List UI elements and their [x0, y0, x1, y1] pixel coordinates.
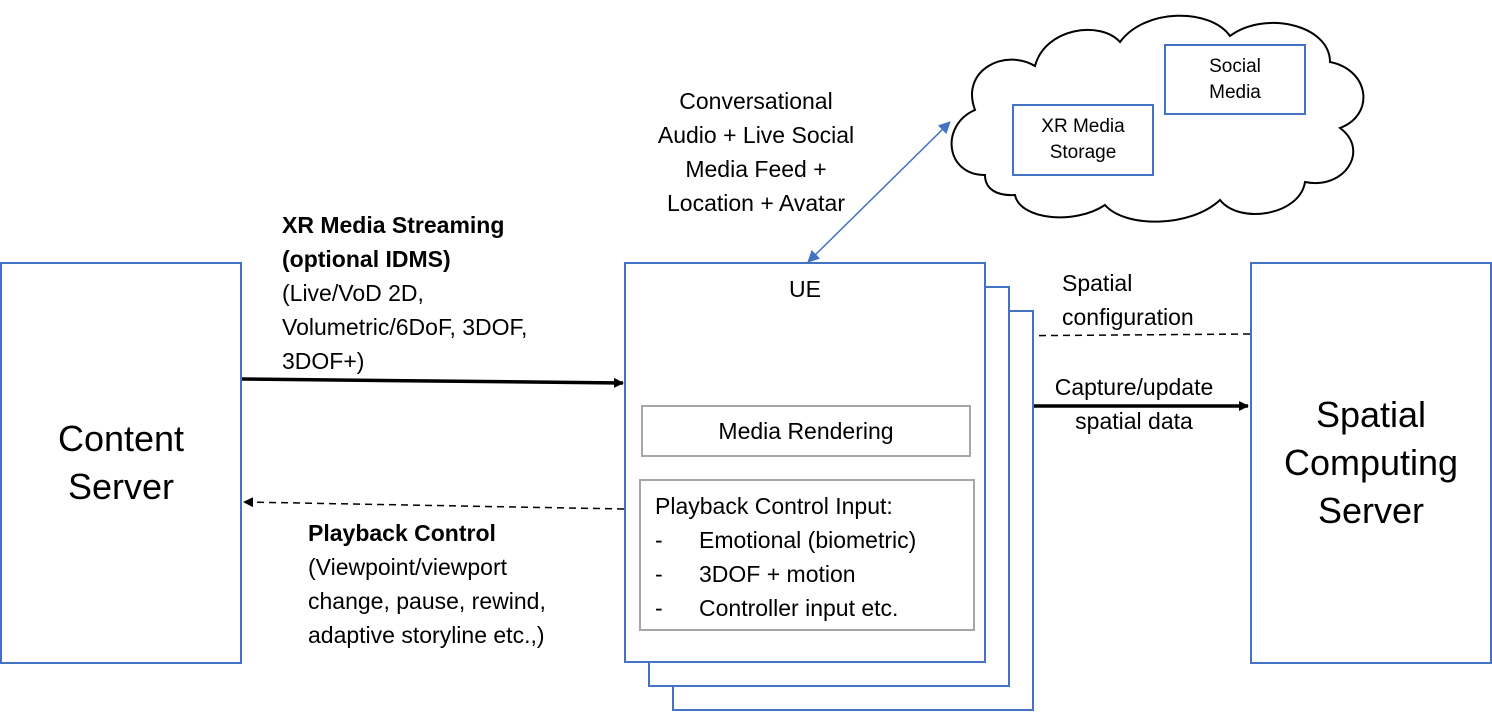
xr-streaming-title: XR Media Streaming: [282, 212, 505, 238]
bullet-dash: -: [655, 527, 663, 553]
xr-storage-line1: XR Media: [1041, 116, 1125, 137]
spatial-server-line2: Computing: [1283, 442, 1459, 483]
capture-update-line: spatial data: [1075, 408, 1193, 434]
spatial-server-line1: Spatial: [1315, 394, 1427, 435]
playback-control-arrow: [243, 497, 625, 510]
media-rendering-box: Media Rendering: [641, 405, 971, 457]
conversational-line: Media Feed +: [685, 156, 827, 182]
xr-streaming-detail: (Live/VoD 2D,: [282, 280, 424, 306]
ue-box: UE Media Rendering Playback Control Inpu…: [624, 262, 986, 663]
spatial-config-line: Spatial: [1062, 270, 1133, 296]
playback-input-item: - Controller input etc.: [655, 591, 898, 625]
conversational-line: Location + Avatar: [667, 190, 845, 216]
playback-input-title: Playback Control Input:: [655, 493, 893, 519]
media-rendering-label: Media Rendering: [718, 418, 894, 444]
xr-storage-line2: Storage: [1049, 142, 1117, 163]
xr-streaming-label: XR Media Streaming (optional IDMS) (Live…: [282, 208, 527, 378]
xr-streaming-detail: Volumetric/6DoF, 3DOF,: [282, 314, 528, 340]
content-server-line2: Server: [67, 466, 175, 507]
capture-update-label: Capture/update spatial data: [1034, 370, 1234, 438]
content-server-box: Content Server: [0, 262, 242, 664]
playback-input-item-label: 3DOF + motion: [699, 561, 856, 587]
conversational-line: Audio + Live Social: [657, 122, 855, 148]
spatial-computing-server-box: Spatial Computing Server: [1250, 262, 1492, 664]
playback-input-item: - Emotional (biometric): [655, 523, 916, 557]
playback-control-detail: adaptive storyline etc.,): [308, 622, 545, 648]
playback-input-item-label: Controller input etc.: [699, 595, 899, 621]
content-server-line1: Content: [57, 418, 185, 459]
xr-streaming-subtitle: (optional IDMS): [282, 246, 451, 272]
spatial-config-line: configuration: [1062, 304, 1194, 330]
spatial-configuration-label: Spatial configuration: [1062, 266, 1194, 334]
conversational-label: Conversational Audio + Live Social Media…: [636, 84, 876, 220]
playback-control-detail: (Viewpoint/viewport: [308, 554, 508, 580]
playback-control-input-box: Playback Control Input: - Emotional (biom…: [639, 479, 975, 631]
playback-control-title: Playback Control: [308, 520, 496, 546]
bullet-dash: -: [655, 595, 663, 621]
social-media-line1: Social: [1209, 55, 1261, 77]
bullet-dash: -: [655, 561, 663, 587]
playback-control-label: Playback Control (Viewpoint/viewport cha…: [308, 516, 546, 652]
xr-streaming-arrow: [240, 377, 624, 388]
ue-label: UE: [789, 276, 821, 302]
playback-control-detail: change, pause, rewind,: [308, 588, 546, 614]
spatial-server-line3: Server: [1317, 490, 1425, 531]
xr-streaming-detail: 3DOF+): [282, 348, 365, 374]
playback-input-item: - 3DOF + motion: [655, 557, 856, 591]
conversational-link-arrow: [807, 121, 951, 263]
xr-media-storage-box: XR Media Storage: [1012, 104, 1154, 176]
capture-update-line: Capture/update: [1054, 374, 1214, 400]
social-media-line2: Media: [1209, 81, 1261, 103]
playback-input-item-label: Emotional (biometric): [699, 527, 917, 553]
social-media-box: Social Media: [1164, 44, 1306, 115]
conversational-line: Conversational: [679, 88, 833, 114]
